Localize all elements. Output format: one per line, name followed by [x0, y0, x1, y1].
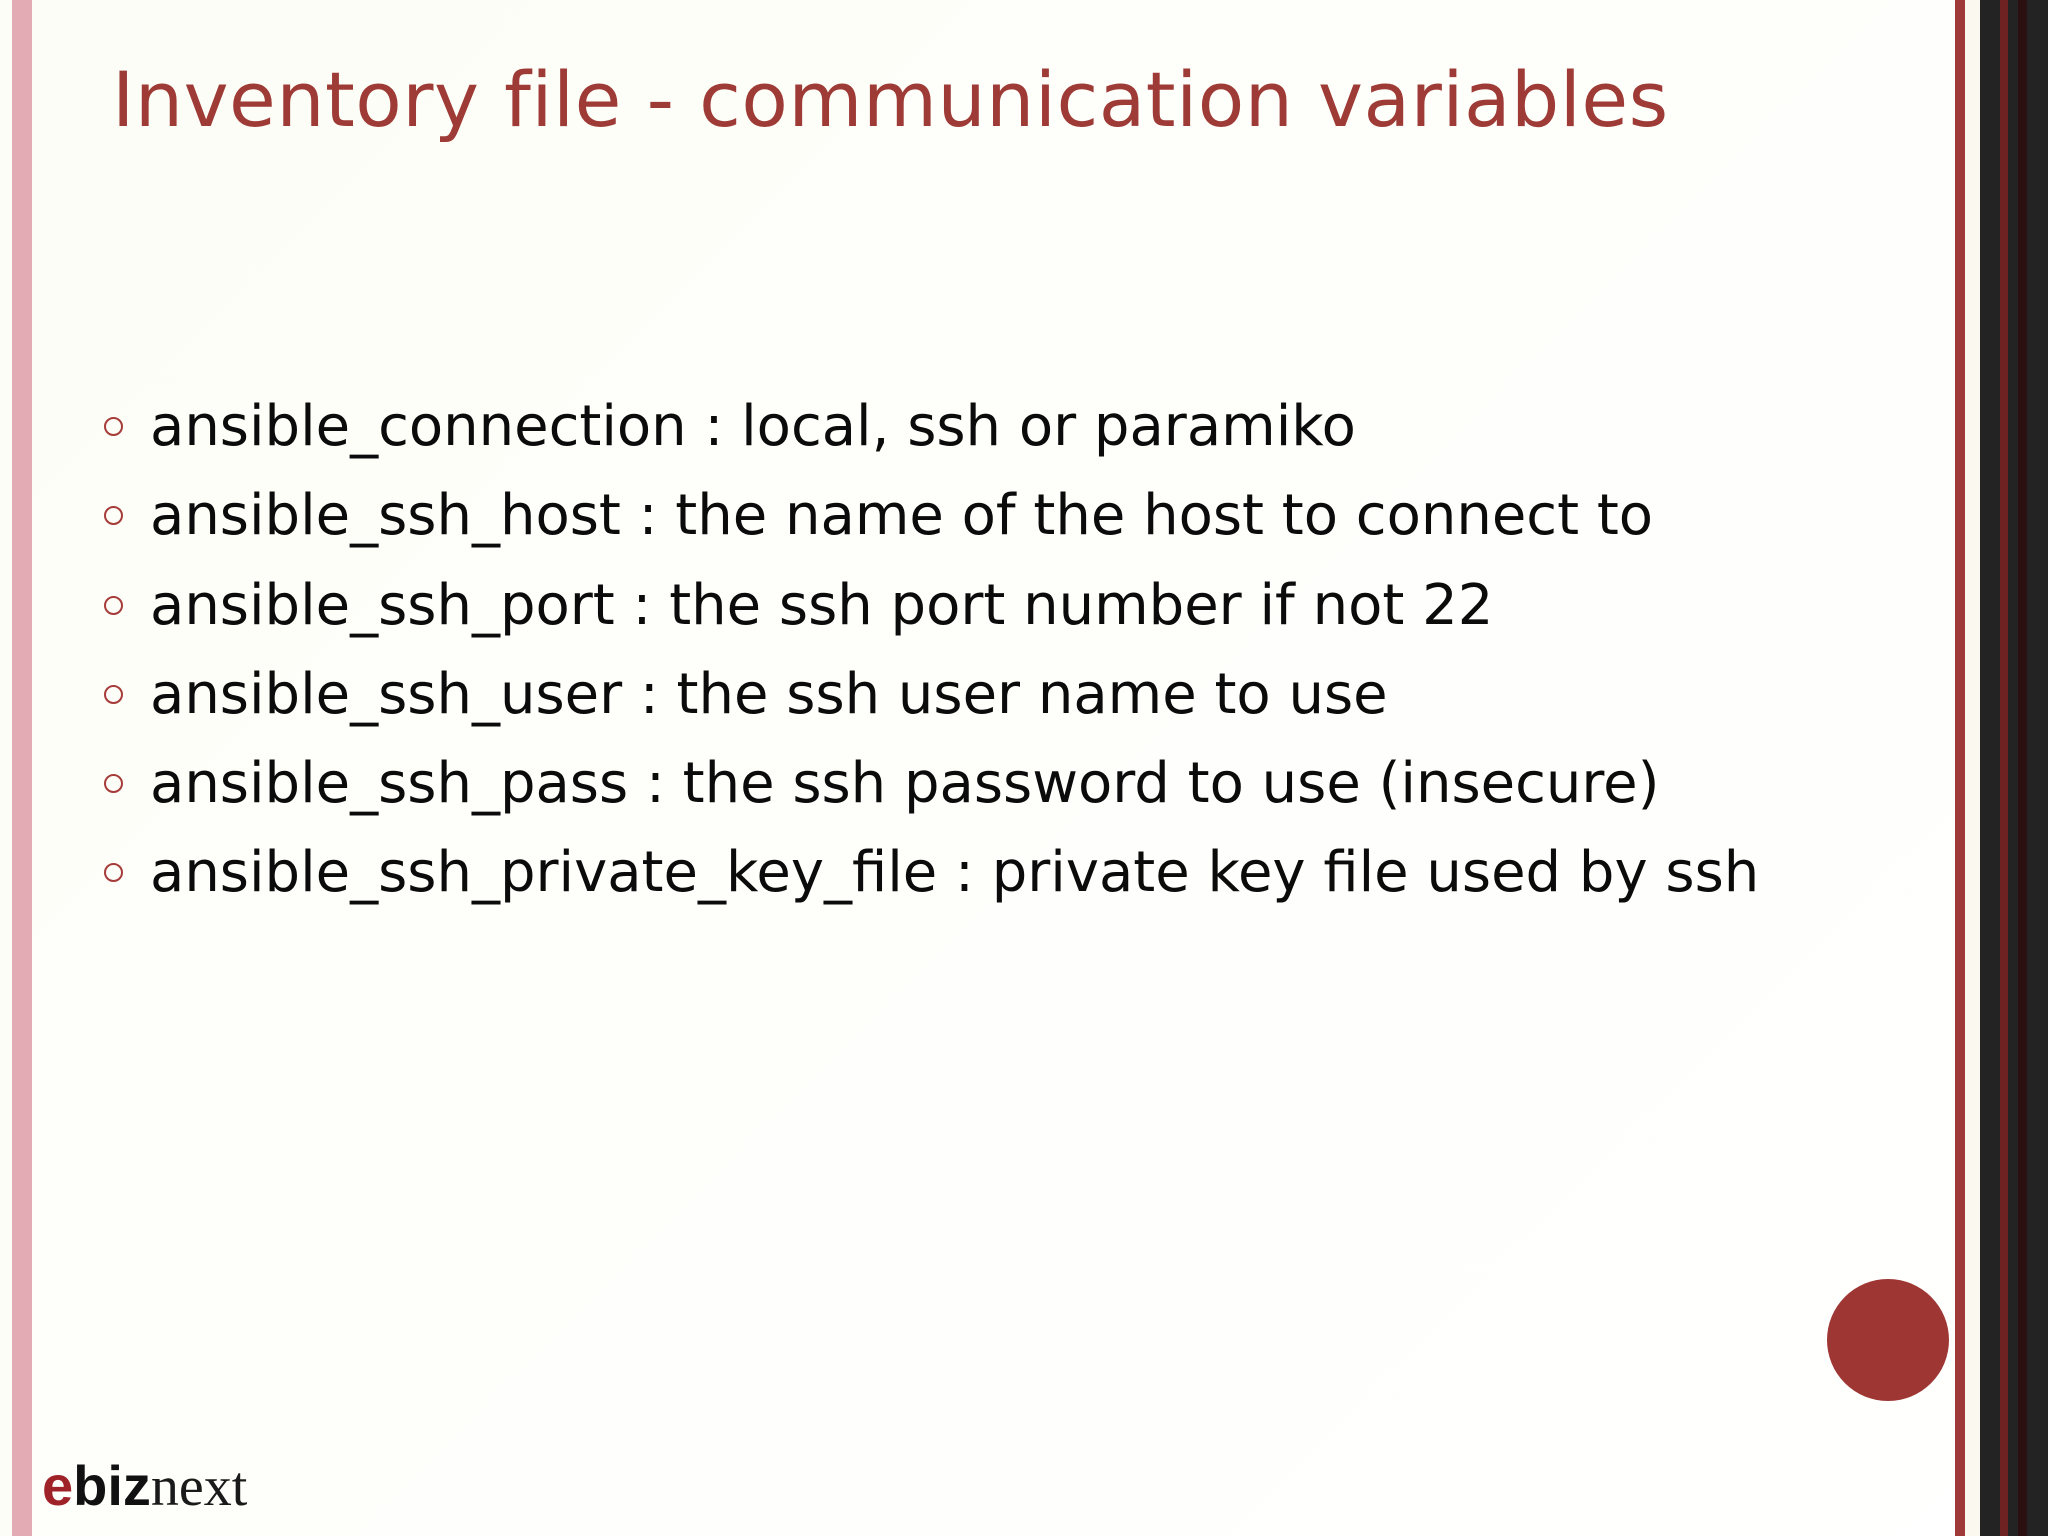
ebiznext-logo: ebiznext	[42, 1456, 248, 1518]
left-edge-pink-stripe	[12, 0, 32, 1536]
right-edge-maroon-stripe	[2018, 0, 2027, 1536]
slide-title: Inventory file - communication variables	[112, 55, 1669, 144]
right-edge-dark-stripe-1	[1980, 0, 2000, 1536]
bullet-list: ansible_connection : local, ssh or param…	[104, 395, 1794, 931]
hollow-circle-bullet-icon	[104, 395, 150, 436]
right-edge-dark-red-stripe	[2000, 0, 2008, 1536]
logo-part-next: next	[150, 1456, 248, 1518]
list-item: ansible_ssh_port : the ssh port number i…	[104, 572, 1794, 638]
list-item: ansible_ssh_host : the name of the host …	[104, 483, 1794, 549]
hollow-circle-bullet-icon	[104, 574, 150, 615]
list-item-label: ansible_ssh_pass : the ssh password to u…	[150, 751, 1660, 817]
right-edge-dark-stripe-3	[2027, 0, 2048, 1536]
list-item: ansible_ssh_private_key_file : private k…	[104, 840, 1794, 906]
hollow-circle-bullet-icon	[104, 484, 150, 526]
list-item: ansible_connection : local, ssh or param…	[104, 395, 1794, 458]
right-edge-dark-stripe-2	[2008, 0, 2018, 1536]
left-margin-white	[0, 0, 12, 1536]
hollow-circle-bullet-icon	[104, 841, 150, 883]
list-item: ansible_ssh_pass : the ssh password to u…	[104, 752, 1794, 815]
right-edge-red-stripe	[1955, 0, 1965, 1536]
right-edge-cream-gap	[1965, 0, 1980, 1536]
list-item-label: ansible_ssh_port : the ssh port number i…	[150, 572, 1494, 638]
logo-part-biz: biz	[73, 1454, 151, 1517]
list-item-label: ansible_connection : local, ssh or param…	[150, 394, 1356, 459]
list-item-label: ansible_ssh_user : the ssh user name to …	[150, 661, 1388, 727]
logo-part-e: e	[42, 1454, 74, 1517]
list-item: ansible_ssh_user : the ssh user name to …	[104, 663, 1794, 726]
red-circle-decoration	[1827, 1279, 1949, 1401]
hollow-circle-bullet-icon	[104, 752, 150, 794]
list-item-label: ansible_ssh_host : the name of the host …	[150, 483, 1654, 549]
list-item-label: ansible_ssh_private_key_file : private k…	[150, 840, 1760, 906]
hollow-circle-bullet-icon	[104, 663, 150, 704]
